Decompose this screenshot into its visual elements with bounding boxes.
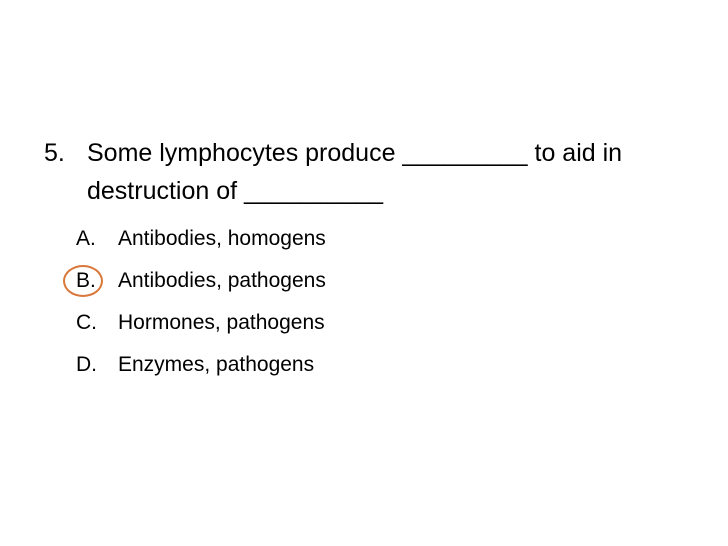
option-c: C. Hormones, pathogens (76, 302, 326, 344)
option-letter: A. (76, 227, 96, 250)
option-b: B. Antibodies, pathogens (63, 260, 326, 302)
question-text: Some lymphocytes produce _________ to ai… (87, 139, 623, 205)
option-a: A. Antibodies, homogens (76, 218, 326, 260)
option-letter: B. (76, 269, 96, 292)
answer-circle-mark (63, 265, 103, 297)
option-letter: C. (76, 311, 97, 334)
option-text: Enzymes, pathogens (118, 353, 315, 376)
question: 5. Some lymphocytes produce _________ to… (44, 134, 704, 210)
option-letter: D. (76, 353, 97, 376)
option-text: Hormones, pathogens (118, 311, 325, 334)
option-text: Antibodies, homogens (118, 227, 326, 250)
question-number: 5. (44, 139, 65, 167)
option-d: D. Enzymes, pathogens (76, 344, 326, 386)
option-text: Antibodies, pathogens (118, 269, 326, 292)
answer-options: A. Antibodies, homogens B. Antibodies, pat… (63, 218, 326, 386)
